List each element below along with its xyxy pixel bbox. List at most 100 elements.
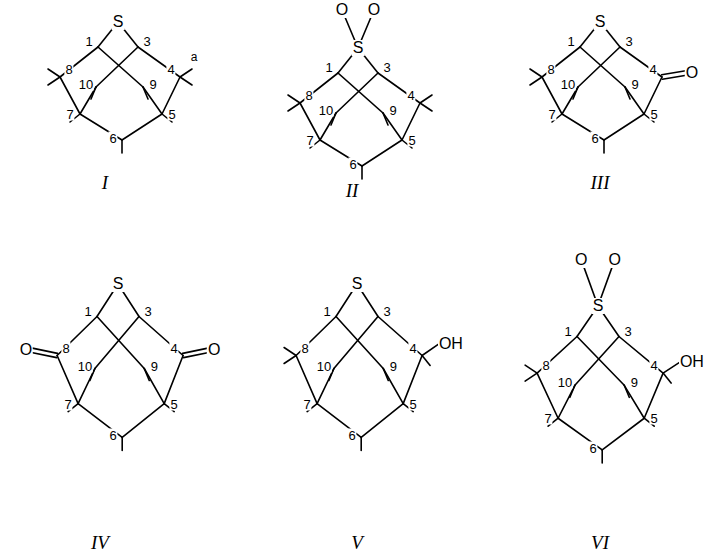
hydrogen-stub — [525, 373, 537, 381]
atom-label: OH — [679, 354, 705, 370]
atom-label: S — [351, 276, 364, 292]
locant-number: 7 — [543, 412, 552, 425]
hydrogen-stub — [121, 437, 123, 450]
locant-number: 1 — [563, 324, 572, 337]
hydrogen-stub — [48, 69, 60, 77]
locant-number: 4 — [169, 341, 178, 354]
locant-number: 8 — [541, 359, 550, 372]
compound-number: VI — [590, 533, 610, 552]
bond — [57, 317, 97, 356]
locant-number: 9 — [630, 376, 639, 389]
locant-number: 3 — [624, 35, 633, 48]
locant-number: 9 — [388, 104, 397, 117]
bond — [625, 87, 644, 114]
hydrogen-stub — [624, 385, 629, 397]
bond — [624, 385, 644, 418]
locant-number: 8 — [64, 63, 73, 76]
hydrogen-stub — [180, 69, 192, 77]
bond — [334, 317, 378, 369]
locant-number: 10 — [77, 359, 93, 372]
hydrogen-stub — [48, 77, 60, 85]
hydrogen-stub — [663, 373, 671, 383]
double-bond — [183, 348, 208, 353]
locant-number: 7 — [302, 397, 311, 410]
locant-number: 4 — [649, 359, 658, 372]
locant-number: 4 — [166, 63, 175, 76]
locant-number: 8 — [61, 341, 70, 354]
locant-number: 3 — [623, 324, 632, 337]
locant-number: 3 — [142, 35, 151, 48]
hydrogen-stub — [360, 437, 362, 450]
locant-number: 8 — [300, 341, 309, 354]
locant-number: 1 — [566, 35, 575, 48]
locant-number: 4 — [408, 341, 417, 354]
locant-number: 5 — [649, 108, 658, 121]
bond — [338, 73, 383, 113]
locant-number: 10 — [78, 78, 94, 91]
bond — [122, 404, 164, 438]
atom-label: O — [685, 65, 699, 81]
atom-label: O — [608, 252, 622, 268]
bond — [336, 73, 378, 113]
bond — [78, 369, 95, 404]
compound-number: II — [345, 181, 360, 200]
hydrogen-stub — [143, 87, 148, 99]
locant-number: 10 — [560, 78, 576, 91]
locant-number: 3 — [382, 304, 391, 317]
atom-label: OH — [438, 336, 464, 352]
bond — [422, 344, 439, 356]
bond — [138, 47, 180, 77]
locant-number: 7 — [547, 108, 556, 121]
compound-number: V — [350, 533, 364, 552]
bond — [558, 385, 575, 418]
bond — [80, 87, 96, 114]
locant-number: 6 — [348, 429, 357, 442]
double-bond — [662, 75, 686, 79]
locant-number: 6 — [108, 132, 117, 145]
bond — [97, 317, 144, 369]
locant-number: 3 — [382, 61, 391, 74]
bond — [619, 337, 663, 374]
locant-number: 3 — [143, 304, 152, 317]
hydrogen-stub — [420, 95, 432, 103]
hydrogen-stub — [530, 77, 542, 85]
double-bond — [184, 352, 209, 357]
bond — [383, 369, 403, 404]
locant-number: 8 — [304, 89, 313, 102]
bond — [336, 317, 383, 369]
bond — [60, 47, 98, 77]
locant-number: 5 — [407, 134, 416, 147]
double-bond — [32, 348, 57, 353]
compound-number: IV — [90, 533, 110, 552]
hydrogen-stub — [288, 103, 300, 111]
locant-number: 6 — [589, 441, 598, 454]
locant-number: 4 — [406, 89, 415, 102]
locant-number: 1 — [84, 35, 93, 48]
locant-number: 9 — [630, 78, 639, 91]
bond — [122, 114, 162, 140]
locant-number: 5 — [170, 397, 179, 410]
locant-number: 6 — [348, 158, 357, 171]
hydrogen-stub — [530, 69, 542, 77]
atom-label: O — [335, 2, 349, 18]
hydrogen-stub — [284, 356, 296, 364]
locant-number: 7 — [65, 108, 74, 121]
locant-number: 9 — [150, 359, 159, 372]
bond — [537, 337, 577, 374]
locant-number: 5 — [167, 108, 176, 121]
locant-number: 6 — [590, 132, 599, 145]
locant-number: 10 — [316, 359, 332, 372]
bond — [139, 317, 183, 356]
hydrogen-stub — [383, 369, 388, 381]
bond — [575, 337, 619, 386]
double-bond — [662, 71, 686, 75]
bond — [320, 113, 336, 140]
bond — [604, 114, 644, 140]
position-mark: a — [190, 51, 199, 63]
bond — [98, 47, 143, 87]
locant-number: 10 — [318, 104, 334, 117]
hydrogen-stub — [420, 103, 432, 111]
locant-number: 1 — [324, 61, 333, 74]
hydrogen-stub — [121, 140, 123, 153]
